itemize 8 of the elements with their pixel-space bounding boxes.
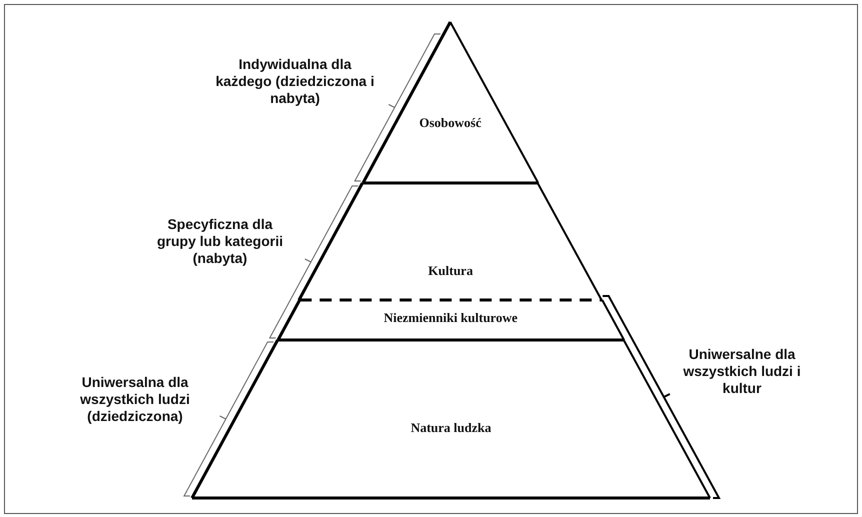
layer-label: Kultura bbox=[427, 263, 474, 279]
side-label: Uniwersalne dla wszystkich ludzi i kultur bbox=[682, 346, 802, 397]
layer-label: Niezmienniki kulturowe bbox=[382, 310, 519, 326]
layer-label: Osobowość bbox=[418, 115, 482, 131]
side-label: Indywidualna dla każdego (dziedziczona i nabyta) bbox=[215, 56, 375, 107]
side-label: Uniwersalna dla wszystkich ludzi (dziedziczona) bbox=[79, 374, 191, 425]
side-label: Specyficzna dla grupy lub kategorii (nabyta) bbox=[156, 216, 284, 267]
layer-label: Natura ludzka bbox=[410, 420, 492, 436]
